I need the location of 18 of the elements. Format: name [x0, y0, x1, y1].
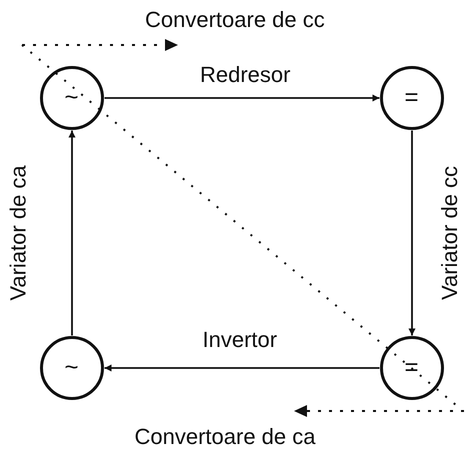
symbol-text: = [404, 86, 418, 110]
symbol-text: = [404, 356, 418, 380]
group-label: Convertoare de cc [145, 9, 325, 31]
converter-circle [40, 336, 104, 400]
arrow [68, 130, 76, 336]
arrow [408, 130, 416, 336]
group-label: Convertoare de ca [134, 426, 316, 448]
edge-label: Variator de ca [7, 165, 30, 301]
converter-circle [380, 336, 444, 400]
symbol-text: ~ [64, 86, 78, 110]
edge-label: Redresor [200, 64, 290, 86]
edge-label: Invertor [202, 329, 278, 351]
edge-label: Variator de cc [439, 166, 462, 300]
converter-circle [40, 66, 104, 130]
arrow [104, 364, 380, 372]
converter-circle [380, 66, 444, 130]
arrow [104, 94, 380, 102]
symbol-text: ~ [64, 356, 78, 380]
